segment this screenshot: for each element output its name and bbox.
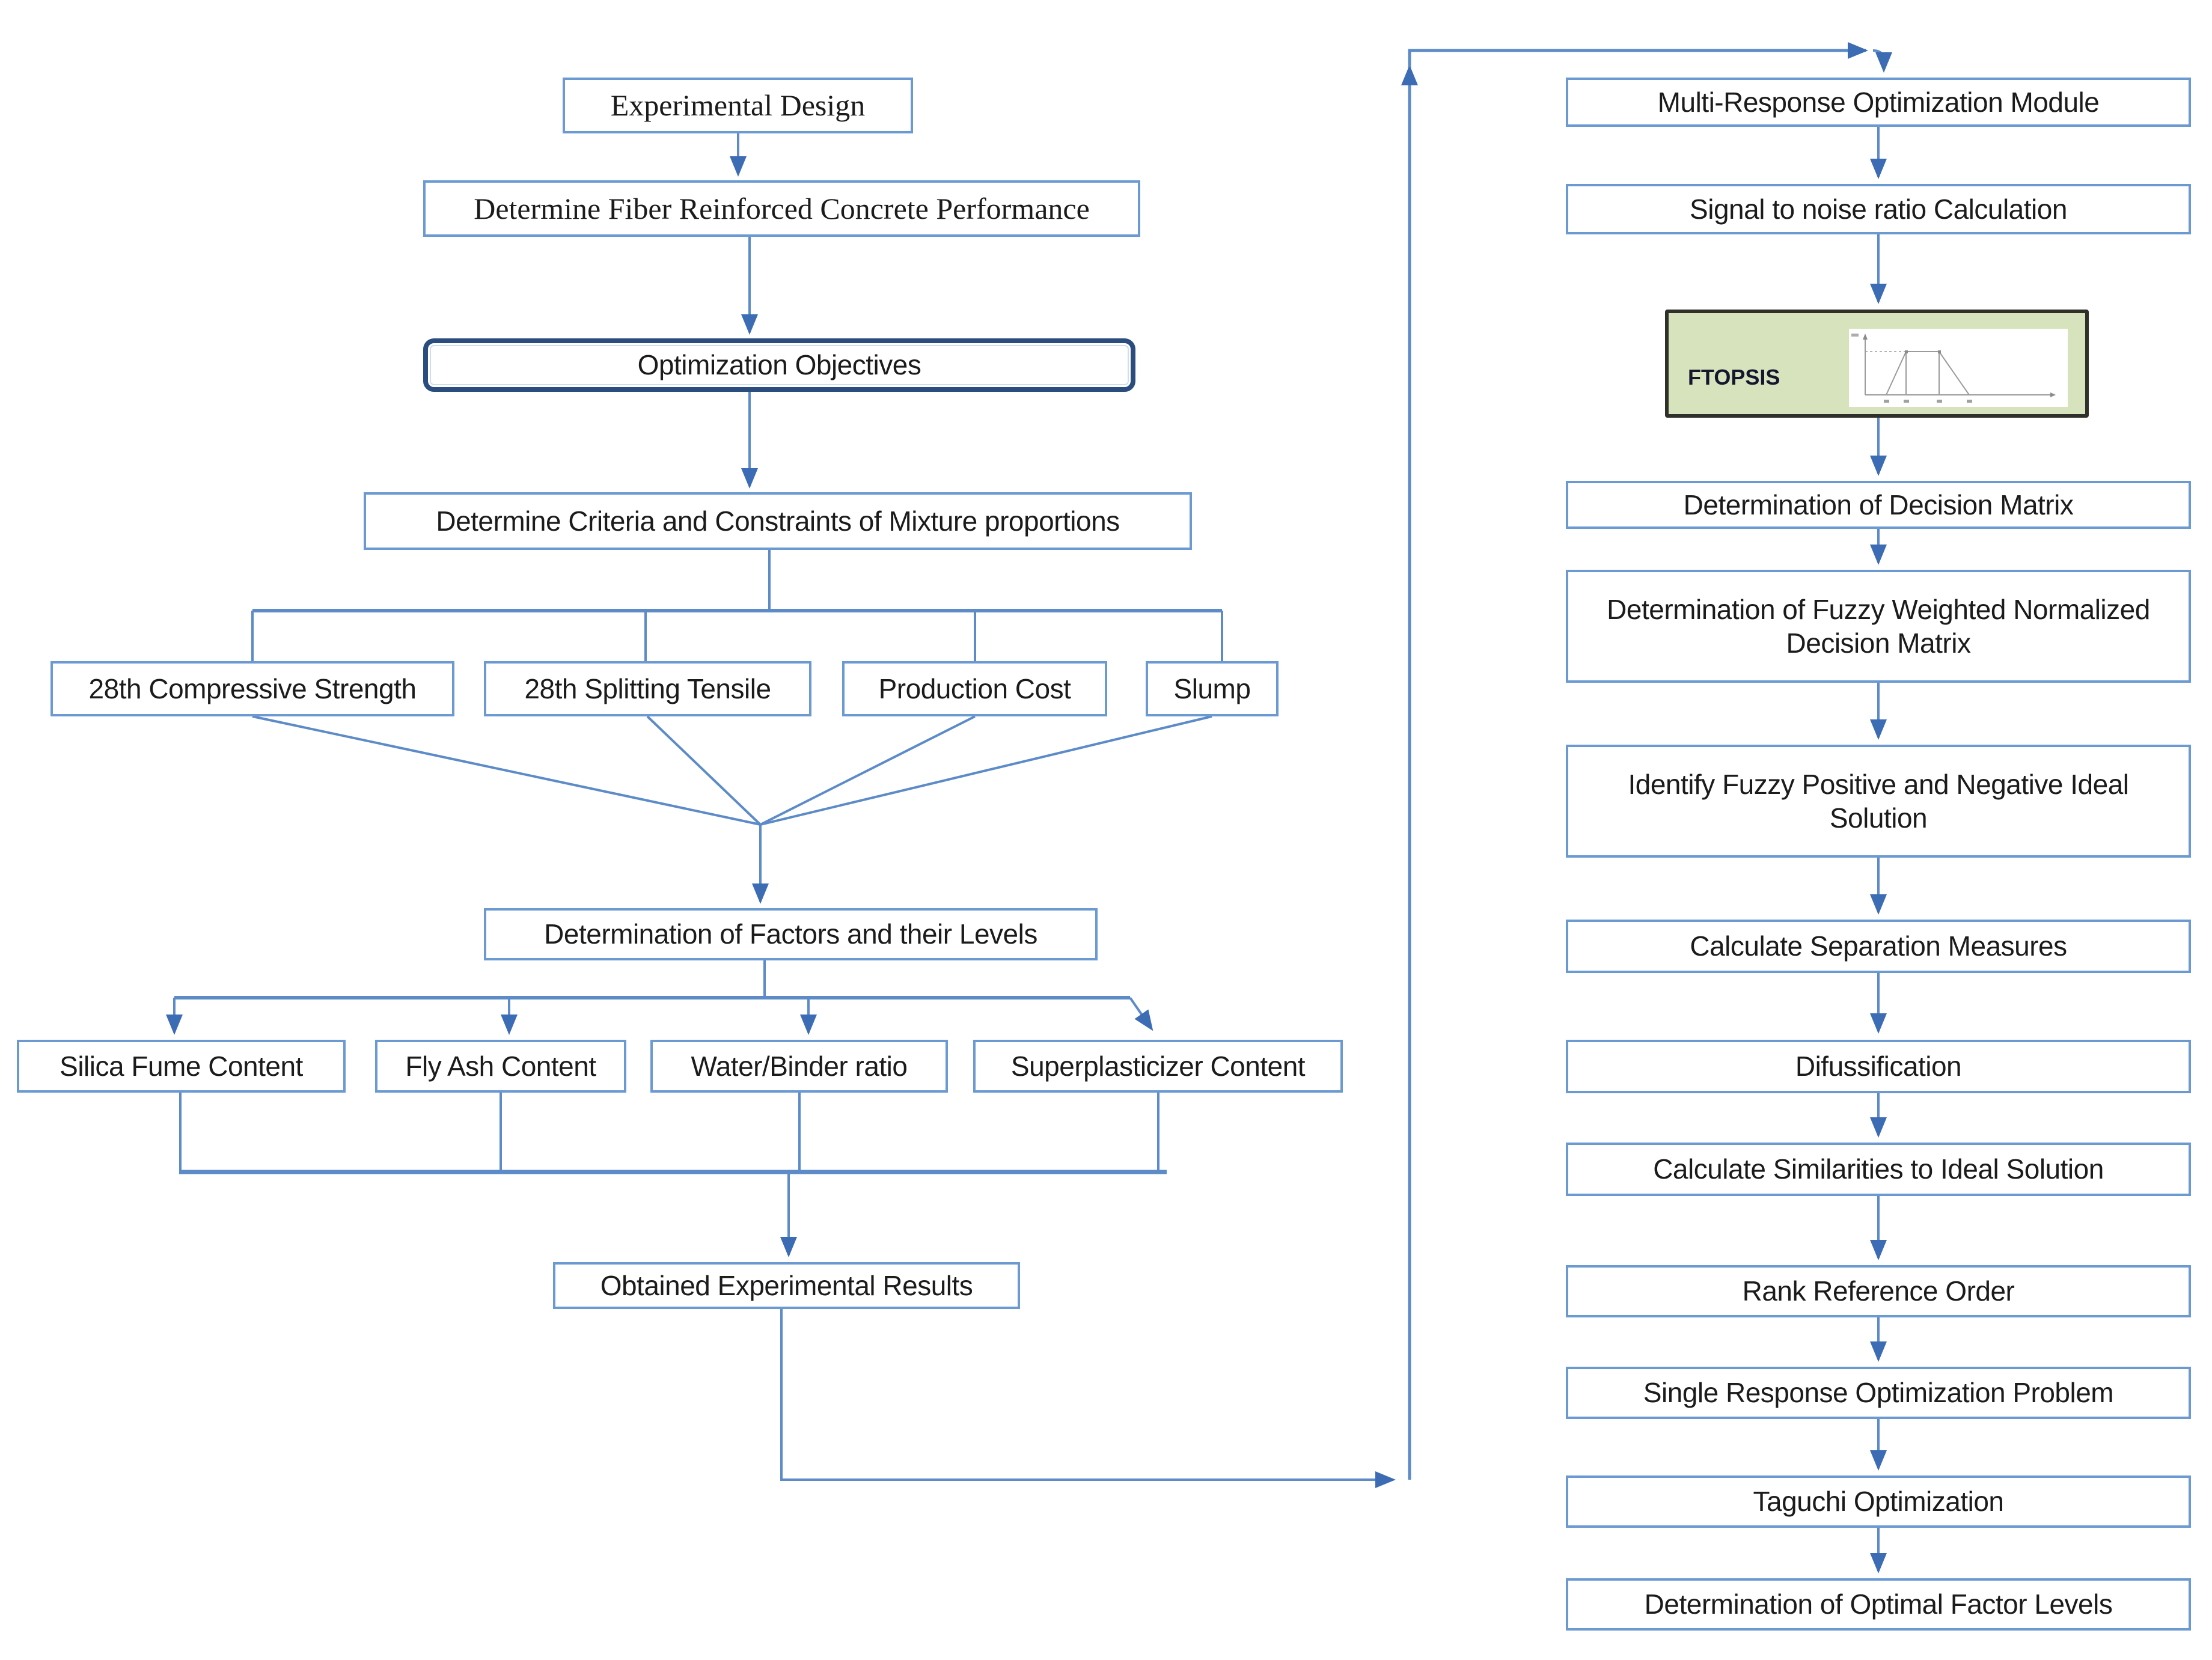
node-obtained-experimental-results: Obtained Experimental Results [553,1262,1020,1309]
feedback-loop-bottom [780,1309,1396,1488]
node-determine-frc-performance: Determine Fiber Reinforced Concrete Perf… [423,180,1140,237]
node-fly-ash-content: Fly Ash Content [375,1040,626,1093]
node-taguchi-optimization: Taguchi Optimization [1566,1475,2191,1528]
fuzzy-membership-plot [1849,329,2068,407]
node-single-response-problem: Single Response Optimization Problem [1566,1367,2191,1419]
node-experimental-design: Experimental Design [563,78,913,133]
node-slump: Slump [1146,661,1279,716]
node-signal-to-noise: Signal to noise ratio Calculation [1566,184,2191,234]
node-silica-fume-content: Silica Fume Content [17,1040,346,1093]
node-optimization-objectives: Optimization Objectives [423,338,1135,392]
node-rank-reference-order: Rank Reference Order [1566,1265,2191,1317]
node-similarities-to-ideal: Calculate Similarities to Ideal Solution [1566,1143,2191,1196]
node-decision-matrix: Determination of Decision Matrix [1566,481,2191,529]
node-determination-of-factors: Determination of Factors and their Level… [484,908,1098,960]
node-determine-criteria-constraints: Determine Criteria and Constraints of Mi… [364,492,1192,550]
node-ftopsis: FTOPSIS [1665,310,2089,418]
node-fuzzy-weighted-normalized: Determination of Fuzzy Weighted Normaliz… [1566,570,2191,683]
node-identify-ideal-solution: Identify Fuzzy Positive and Negative Ide… [1566,745,2191,858]
node-separation-measures: Calculate Separation Measures [1566,920,2191,973]
node-multi-response-optimization: Multi-Response Optimization Module [1566,78,2191,127]
node-production-cost: Production Cost [842,661,1107,716]
node-splitting-tensile: 28th Splitting Tensile [484,661,811,716]
node-superplasticizer-content: Superplasticizer Content [973,1040,1343,1093]
trapezoid-membership-icon [1851,334,2056,403]
node-difussification: Difussification [1566,1040,2191,1093]
node-optimal-factor-levels: Determination of Optimal Factor Levels [1566,1578,2191,1631]
node-water-binder-ratio: Water/Binder ratio [650,1040,948,1093]
node-compressive-strength: 28th Compressive Strength [50,661,454,716]
ftopsis-label: FTOPSIS [1688,365,1780,389]
